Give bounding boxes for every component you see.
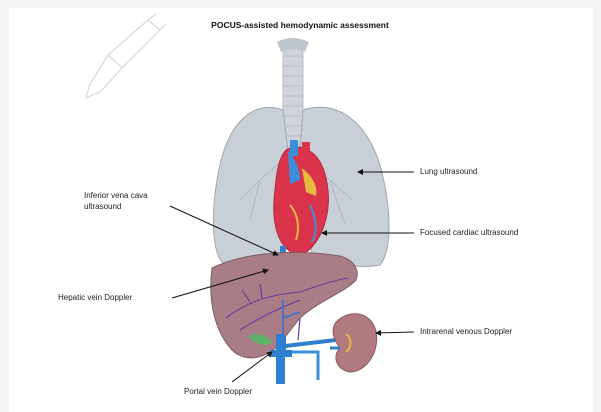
hepatic-vein-doppler-label: Hepatic vein Doppler bbox=[58, 292, 132, 304]
cardiac-ultrasound-label: Focused cardiac ultrasound bbox=[420, 227, 518, 239]
intrarenal-doppler-label: Intrarenal venous Doppler bbox=[420, 326, 512, 338]
portal-vein-doppler-label: Portal vein Doppler bbox=[184, 386, 252, 398]
kidney bbox=[330, 314, 377, 372]
ivc-ultrasound-label-line2: ultrasound bbox=[84, 201, 121, 213]
diagram-title: POCUS-assisted hemodynamic assessment bbox=[140, 20, 460, 30]
lung-ultrasound-label: Lung ultrasound bbox=[420, 166, 477, 178]
